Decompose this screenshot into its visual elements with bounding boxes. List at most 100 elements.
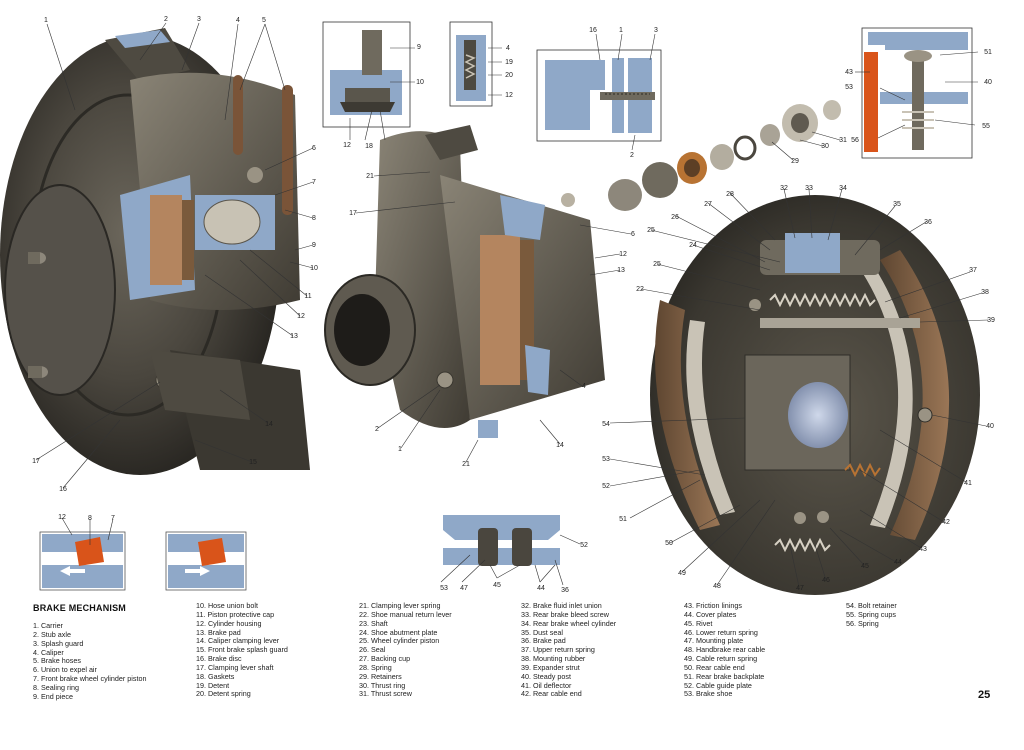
return-spring (733, 135, 757, 161)
callout-inset: 55 (982, 123, 990, 130)
legend-item: 34. Rear brake wheel cylinder (521, 618, 617, 628)
callout-hub: 4 (582, 383, 586, 390)
hub-face (4, 184, 116, 396)
callout-rear: 32 (780, 185, 788, 192)
axle-bore (788, 382, 848, 448)
callout-rear: 52 (602, 483, 610, 490)
legend-item: 24. Shoe abutment plate (359, 627, 438, 637)
callout-front: 14 (265, 421, 273, 428)
legend-item: 16. Brake disc (196, 654, 242, 664)
callout-front: 5 (262, 17, 266, 24)
callout-hub: 12 (619, 251, 627, 258)
legend-item: 48. Handbrake rear cable (684, 645, 766, 655)
legend-item: 10. Hose union bolt (196, 601, 258, 610)
legend-item: 38. Mounting rubber (521, 654, 586, 664)
callout-inset: 12 (343, 142, 351, 149)
legend-item: 46. Lower return spring (684, 627, 758, 637)
callout-rear: 42 (942, 519, 950, 526)
legend-item: 15. Front brake splash guard (196, 645, 288, 655)
callout-hub: 1 (398, 446, 402, 453)
legend-item: 44. Cover plates (684, 609, 737, 619)
callout-rear: 37 (969, 267, 977, 274)
hub-brake-pad-lining (520, 240, 534, 380)
callout-cylinder: 26 (671, 214, 679, 221)
friction-lining-left (655, 300, 720, 530)
hub-clamping-spring (478, 420, 498, 438)
hub-section-cut-lower (525, 345, 550, 395)
splash-guard-section (115, 30, 170, 48)
friction-lining-right (880, 250, 950, 540)
callout-numbers: 1 2 3 4 5 6 7 8 9 10 11 12 13 14 15 16 1… (32, 16, 995, 594)
brake-mechanism-illustration: 1 2 3 4 5 6 7 8 9 10 11 12 13 14 15 16 1… (0, 16, 995, 595)
callout-rear: 39 (987, 317, 995, 324)
callout-rear: 44 (894, 559, 902, 566)
callout-front: 9 (312, 242, 316, 249)
callout-rear: 36 (924, 219, 932, 226)
legend-item: 28. Spring (359, 662, 392, 672)
callout-hub: 6 (631, 231, 635, 238)
legend-item: 39. Expander strut (521, 662, 580, 672)
callout-guide: 45 (493, 582, 501, 589)
callout-rear: 43 (919, 546, 927, 553)
callout-inset: 19 (505, 59, 513, 66)
callout-hub: 14 (556, 442, 564, 449)
friction-lining-section (864, 52, 878, 152)
inset-stub-axle-section (536, 49, 662, 142)
front-brake-pad (150, 195, 182, 285)
legend-column-6: 54. Bolt retainer 55. Spring cups 56. Sp… (846, 601, 897, 629)
legend-item: 35. Dust seal (521, 627, 563, 637)
hub-bleed-union (561, 193, 575, 207)
hub-brake-pad (480, 235, 520, 385)
callout-rear: 50 (665, 540, 673, 547)
callout-front: 10 (310, 265, 318, 272)
callout-hub: 13 (617, 267, 625, 274)
callout-inset: 16 (589, 27, 597, 34)
callout-inset: 51 (984, 49, 992, 56)
caliper-lower-arm (150, 350, 250, 420)
callout-pad: 12 (58, 514, 66, 521)
wheel-cylinder-exploded (608, 100, 841, 211)
callout-front: 6 (312, 145, 316, 152)
callout-rear: 46 (822, 577, 830, 584)
backing-cup (710, 144, 734, 170)
hub-lever-pivot (436, 371, 454, 389)
inset-hose-union (322, 21, 411, 128)
knuckle-arm-top (425, 125, 478, 160)
legend-item: 42. Rear cable end (521, 689, 582, 699)
legend-item: 19. Detent (196, 680, 230, 690)
arrow-right-icon (185, 566, 210, 576)
callout-hub: 21 (462, 461, 470, 468)
legend-item: 52. Cable guide plate (684, 680, 752, 690)
callout-rear: 33 (805, 185, 813, 192)
legend-item: 20. Detent spring (196, 689, 251, 699)
callout-guide: 47 (460, 585, 468, 592)
callout-rear: 38 (981, 289, 989, 296)
callout-inset: 10 (416, 79, 424, 86)
callout-cylinder: 27 (704, 201, 712, 208)
legend-item: 45. Rivet (684, 618, 713, 628)
legend-item: 50. Rear cable end (684, 662, 745, 672)
legend-item: 22. Shoe manual return lever (359, 609, 452, 619)
pad-inset-right (165, 531, 247, 591)
legend-item: 8. Sealing ring (33, 682, 79, 692)
legend-item: 53. Brake shoe (684, 689, 733, 699)
legend-item: 27. Backing cup (359, 654, 411, 664)
legend-item: 41. Oil deflector (521, 680, 572, 690)
legend-item: 40. Steady post (521, 671, 571, 681)
callout-inset: 1 (619, 27, 623, 34)
wheel-stud-shaft (28, 252, 40, 264)
callout-rear: 47 (796, 585, 804, 592)
legend-item: 36. Brake pad (521, 636, 566, 646)
thrust-screw (608, 179, 642, 211)
legend-item: 47. Mounting plate (684, 636, 744, 646)
pad-inset-left (39, 531, 126, 591)
callout-rear: 49 (678, 570, 686, 577)
callout-inset: 2 (630, 152, 634, 159)
legend-item: 12. Cylinder housing (196, 618, 262, 628)
expander-strut (760, 318, 920, 328)
callout-guide: 53 (440, 585, 448, 592)
legend-item: 4. Caliper (33, 647, 64, 657)
legend-item: 51. Rear brake backplate (684, 671, 765, 681)
callout-front: 8 (312, 215, 316, 222)
hub-section-cut (500, 195, 545, 240)
